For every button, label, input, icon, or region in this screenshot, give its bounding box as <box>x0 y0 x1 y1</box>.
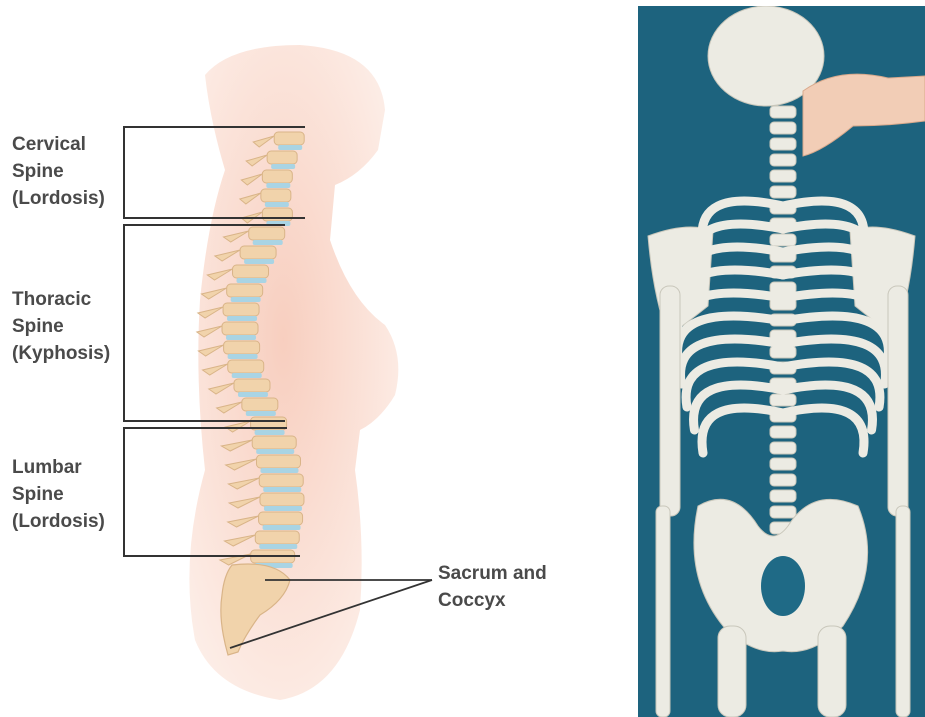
intervertebral-disc <box>253 240 283 245</box>
photo-vertebra <box>770 442 796 454</box>
intervertebral-disc <box>246 411 276 416</box>
photo-vertebra <box>770 170 796 182</box>
photo-vertebra <box>770 122 796 134</box>
vertebra <box>234 379 270 392</box>
intervertebral-disc <box>271 164 295 169</box>
lumbar-spine-label: Lumbar Spine (Lordosis) <box>12 454 105 535</box>
intervertebral-disc <box>232 373 262 378</box>
photo-vertebra <box>770 458 796 470</box>
intervertebral-disc <box>263 487 301 492</box>
vertebra <box>242 398 278 411</box>
intervertebral-disc <box>237 278 267 283</box>
vertebra <box>259 474 303 487</box>
photo-vertebra <box>770 138 796 150</box>
vertebra <box>228 360 264 373</box>
vertebra <box>259 512 303 525</box>
vertebra <box>240 246 276 259</box>
intervertebral-disc <box>264 506 302 511</box>
intervertebral-disc <box>255 430 285 435</box>
vertebra <box>222 322 258 335</box>
vertebra <box>267 151 297 164</box>
vertebra <box>223 303 259 316</box>
photo-vertebra <box>770 394 796 406</box>
photo-vertebra <box>770 506 796 518</box>
photo-vertebra <box>770 186 796 198</box>
intervertebral-disc <box>227 316 257 321</box>
intervertebral-disc <box>263 525 301 530</box>
cervical-spine-label: Cervical Spine (Lordosis) <box>12 131 105 212</box>
intervertebral-disc <box>259 544 297 549</box>
vertebra <box>256 455 300 468</box>
intervertebral-disc <box>226 335 256 340</box>
photo-vertebra <box>770 490 796 502</box>
intervertebral-disc <box>265 202 289 207</box>
vertebra <box>262 170 292 183</box>
photo-vertebra <box>770 106 796 118</box>
vertebra <box>261 189 291 202</box>
vertebra <box>249 227 285 240</box>
photo-vertebra <box>770 474 796 486</box>
vertebra <box>260 493 304 506</box>
vertebra <box>233 265 269 278</box>
vertebra <box>255 531 299 544</box>
thoracic-spine-label: Thoracic Spine (Kyphosis) <box>12 286 110 367</box>
vertebra <box>262 208 292 221</box>
vertebra <box>274 132 304 145</box>
intervertebral-disc <box>278 145 302 150</box>
intervertebral-disc <box>256 449 294 454</box>
intervertebral-disc <box>238 392 268 397</box>
intervertebral-disc <box>260 468 298 473</box>
photo-vertebra <box>770 154 796 166</box>
photo-vertebra <box>770 426 796 438</box>
intervertebral-disc <box>228 354 258 359</box>
vertebra <box>224 341 260 354</box>
intervertebral-disc <box>244 259 274 264</box>
skeleton-photo <box>638 6 925 717</box>
sacrum-coccyx-label: Sacrum and Coccyx <box>438 560 547 614</box>
vertebra <box>227 284 263 297</box>
intervertebral-disc <box>266 183 290 188</box>
photo-vertebra <box>770 234 796 246</box>
vertebra <box>252 436 296 449</box>
intervertebral-disc <box>231 297 261 302</box>
